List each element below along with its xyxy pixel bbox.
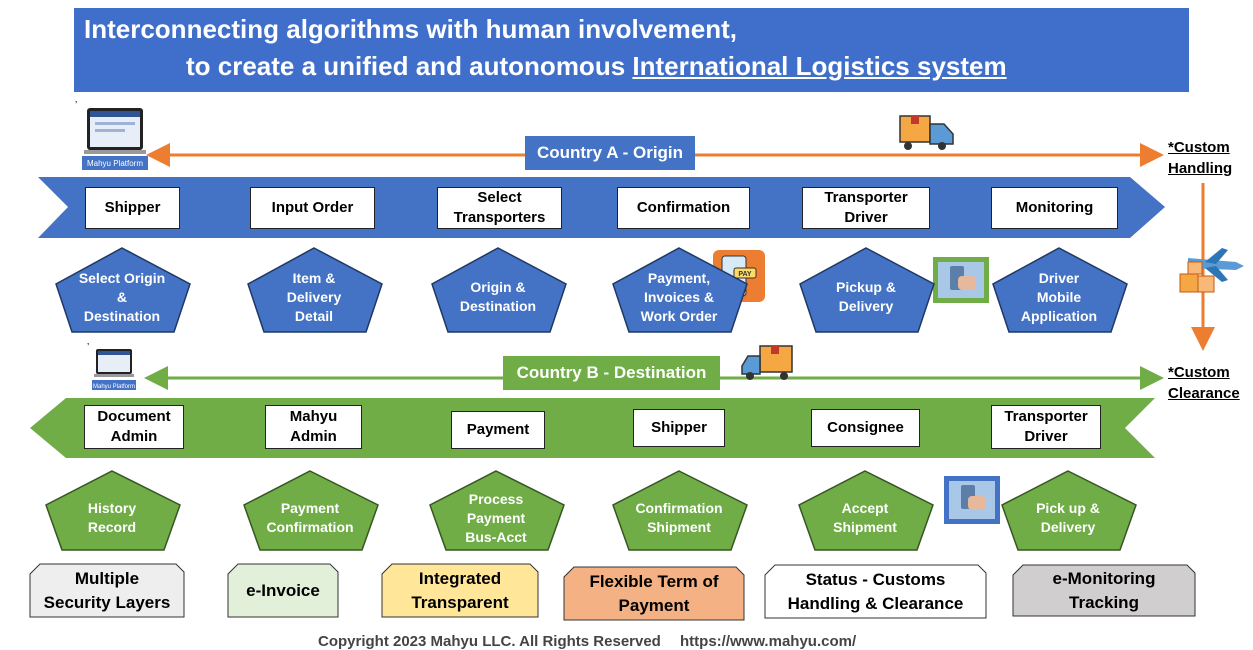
step-b-payment: Payment	[451, 411, 545, 449]
feature-shape-6	[1012, 564, 1196, 617]
detail-a-payment: Payment, Invoices & Work Order	[640, 269, 718, 324]
step-b-document-admin: Document Admin	[84, 405, 184, 449]
detail-b-shape-5	[798, 470, 934, 551]
detail-a-shape-3	[431, 247, 567, 333]
detail-a-select-origin: Select Origin & Destination	[78, 269, 166, 324]
detail-a-origin-destination: Origin & Destination	[459, 279, 537, 314]
country-b-label: Country B - Destination	[503, 356, 720, 390]
website-link[interactable]: https://www.mahyu.com/	[680, 633, 857, 650]
feature-flexible-payment: Flexible Term of Payment	[589, 571, 719, 615]
copyright-text: Copyright 2023 Mahyu LLC. All Rights Res…	[318, 633, 661, 650]
step-a-input-order: Input Order	[250, 187, 375, 229]
detail-b-shape-6	[1001, 470, 1137, 551]
step-a-confirmation: Confirmation	[617, 187, 750, 229]
platform-label-a: Mahyu Platform	[87, 159, 143, 168]
detail-a-shape-5	[799, 247, 935, 333]
title-banner	[74, 8, 1189, 92]
step-a-select-transporters: Select Transporters	[437, 187, 562, 229]
step-a-monitoring: Monitoring	[991, 187, 1118, 229]
detail-a-shape-1	[55, 247, 191, 333]
step-a-transporter-driver: Transporter Driver	[802, 187, 930, 229]
detail-a-shape-6	[992, 247, 1128, 333]
tick-mark: ’	[75, 100, 78, 111]
detail-b-confirmation-shipment: Confirmation Shipment	[635, 500, 723, 535]
detail-b-shape-4	[612, 470, 748, 551]
laptop-platform-icon	[94, 349, 134, 377]
detail-b-pickup-delivery: Pick up & Delivery	[1036, 500, 1100, 535]
delivery-truck-icon	[899, 115, 954, 150]
detail-b-history: History Record	[87, 500, 137, 535]
title-line-2-underlined: International Logistics system	[632, 51, 1007, 81]
detail-a-item-delivery: Item & Delivery Detail	[286, 269, 342, 324]
feature-e-invoice: e-Invoice	[246, 580, 320, 600]
tick-mark: ’	[87, 342, 90, 353]
phone-in-hand-photo-icon	[933, 257, 989, 303]
feature-integrated-transparent: Integrated Transparent	[411, 568, 509, 612]
step-b-transporter-driver: Transporter Driver	[991, 405, 1101, 449]
laptop-platform-icon	[84, 108, 146, 154]
platform-label-bg-b	[92, 380, 136, 390]
detail-b-process-payment: Process Payment Bus-Acct	[465, 490, 527, 545]
pay-label: PAY	[738, 271, 752, 278]
custom-clearance-label: *Custom Clearance	[1168, 364, 1240, 402]
title-line-2-prefix: to create a unified and autonomous	[186, 51, 633, 81]
delivery-truck-icon	[741, 345, 793, 380]
detail-b-shape-3	[429, 470, 565, 551]
feature-shape-3	[381, 563, 539, 618]
detail-b-payment-confirmation: Payment Confirmation	[266, 500, 354, 535]
feature-shape-1	[29, 563, 185, 618]
detail-b-accept-shipment: Accept Shipment	[833, 500, 897, 535]
detail-a-shape-4	[612, 247, 748, 333]
detail-a-driver-app: Driver Mobile Application	[1020, 269, 1098, 324]
custom-handling-label: *Custom Handling	[1168, 139, 1233, 177]
detail-a-shape-2	[247, 247, 383, 333]
airplane-cargo-icon	[1179, 248, 1244, 293]
step-a-shipper: Shipper	[85, 187, 180, 229]
step-b-consignee: Consignee	[811, 409, 920, 447]
feature-shape-2	[227, 563, 339, 618]
platform-label-bg-a	[82, 156, 148, 170]
detail-b-shape-2	[243, 470, 379, 551]
feature-customs-status: Status - Customs Handling & Clearance	[787, 569, 964, 613]
step-b-mahyu-admin: Mahyu Admin	[265, 405, 362, 449]
title-line-2: to create a unified and autonomous Inter…	[186, 51, 1007, 82]
country-a-label: Country A - Origin	[525, 136, 695, 170]
step-b-shipper: Shipper	[633, 409, 725, 447]
detail-a-pickup: Pickup & Delivery	[836, 279, 896, 314]
feature-e-monitoring: e-Monitoring Tracking	[1052, 568, 1156, 612]
detail-b-shape-1	[45, 470, 181, 551]
feature-security-layers: Multiple Security Layers	[43, 568, 171, 612]
feature-shape-4	[563, 566, 745, 621]
title-line-1: Interconnecting algorithms with human in…	[84, 14, 737, 44]
phone-in-hand-photo-icon	[944, 476, 1000, 524]
feature-shape-5	[764, 564, 987, 619]
platform-label-b: Mahyu Platform	[93, 384, 135, 390]
